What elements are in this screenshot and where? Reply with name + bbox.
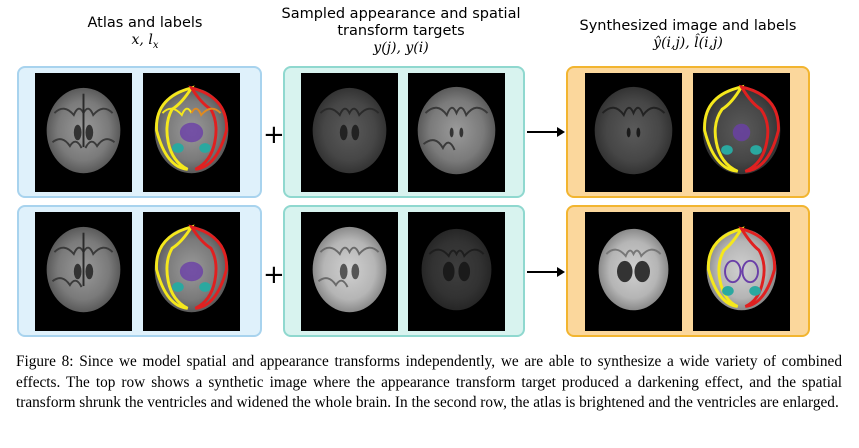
atlas-image-row2 — [35, 212, 132, 331]
targets-title-line1: Sampled appearance and spatial — [281, 6, 521, 22]
appearance-target-row1 — [301, 73, 398, 192]
atlas-header: Atlas and labels x, lx — [55, 15, 235, 54]
synth-image-row2 — [585, 212, 682, 331]
synth-title: Synthesized image and labels — [579, 18, 797, 34]
synth-labels-row2 — [693, 212, 790, 331]
spatial-target-row2 — [408, 212, 505, 331]
atlas-labels-row2 — [143, 212, 240, 331]
arrow-row1 — [527, 127, 565, 137]
synth-image-row1 — [585, 73, 682, 192]
synth-header: Synthesized image and labels ŷ(i,j), l̂(… — [566, 18, 810, 52]
synth-math: ŷ(i,j), l̂(i,j) — [653, 35, 723, 51]
plus-operator-row2: + — [263, 260, 285, 290]
targets-title-line2: transform targets — [337, 23, 465, 39]
atlas-math: x, lx — [131, 32, 159, 51]
figure-caption: Figure 8: Since we model spatial and app… — [16, 353, 842, 411]
synth-labels-row1 — [693, 73, 790, 192]
targets-header: Sampled appearance and spatial transform… — [272, 6, 530, 57]
spatial-target-row1 — [408, 73, 505, 192]
atlas-image-row1 — [35, 73, 132, 192]
targets-math: y(j), y(i) — [373, 40, 429, 56]
appearance-target-row2 — [301, 212, 398, 331]
plus-operator-row1: + — [263, 120, 285, 150]
atlas-title: Atlas and labels — [87, 15, 203, 31]
arrow-row2 — [527, 267, 565, 277]
atlas-labels-row1 — [143, 73, 240, 192]
